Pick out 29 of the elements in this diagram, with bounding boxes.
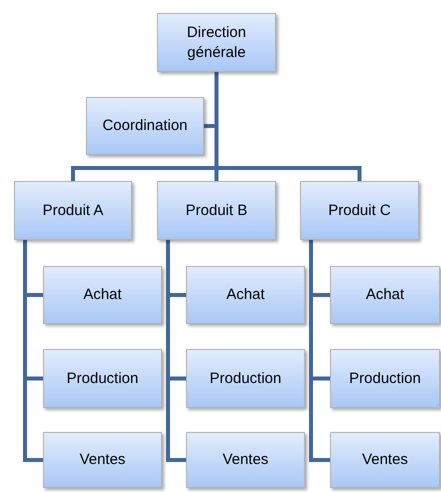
box-label: Production [210, 368, 282, 388]
org-box [43, 266, 162, 324]
box-label: Production [66, 368, 138, 388]
org-box [330, 349, 440, 408]
box-label: Ventes [80, 450, 126, 470]
org-box [86, 97, 204, 155]
org-box [186, 432, 305, 488]
box-label: Ventes [222, 450, 268, 470]
org-box [186, 266, 305, 324]
org-box [330, 266, 440, 324]
box-label: Achat [366, 285, 404, 305]
org-box [300, 181, 419, 240]
org-box [43, 432, 162, 488]
org-box [14, 181, 132, 240]
org-box [157, 181, 276, 240]
box-label: Produit C [328, 200, 391, 220]
box-label: Achat [226, 285, 265, 305]
org-box [186, 349, 305, 408]
box-label: Produit B [186, 200, 248, 220]
box-label: Ventes [362, 450, 408, 470]
org-box [330, 432, 440, 488]
org-box [43, 349, 162, 408]
connector-line [309, 240, 330, 462]
box-label: Achat [83, 285, 122, 305]
org-box [157, 13, 276, 72]
box-label: Direction générale [186, 23, 248, 62]
box-label: Coordination [102, 116, 188, 136]
box-label: Production [349, 368, 421, 388]
box-label: Produit A [42, 200, 104, 220]
